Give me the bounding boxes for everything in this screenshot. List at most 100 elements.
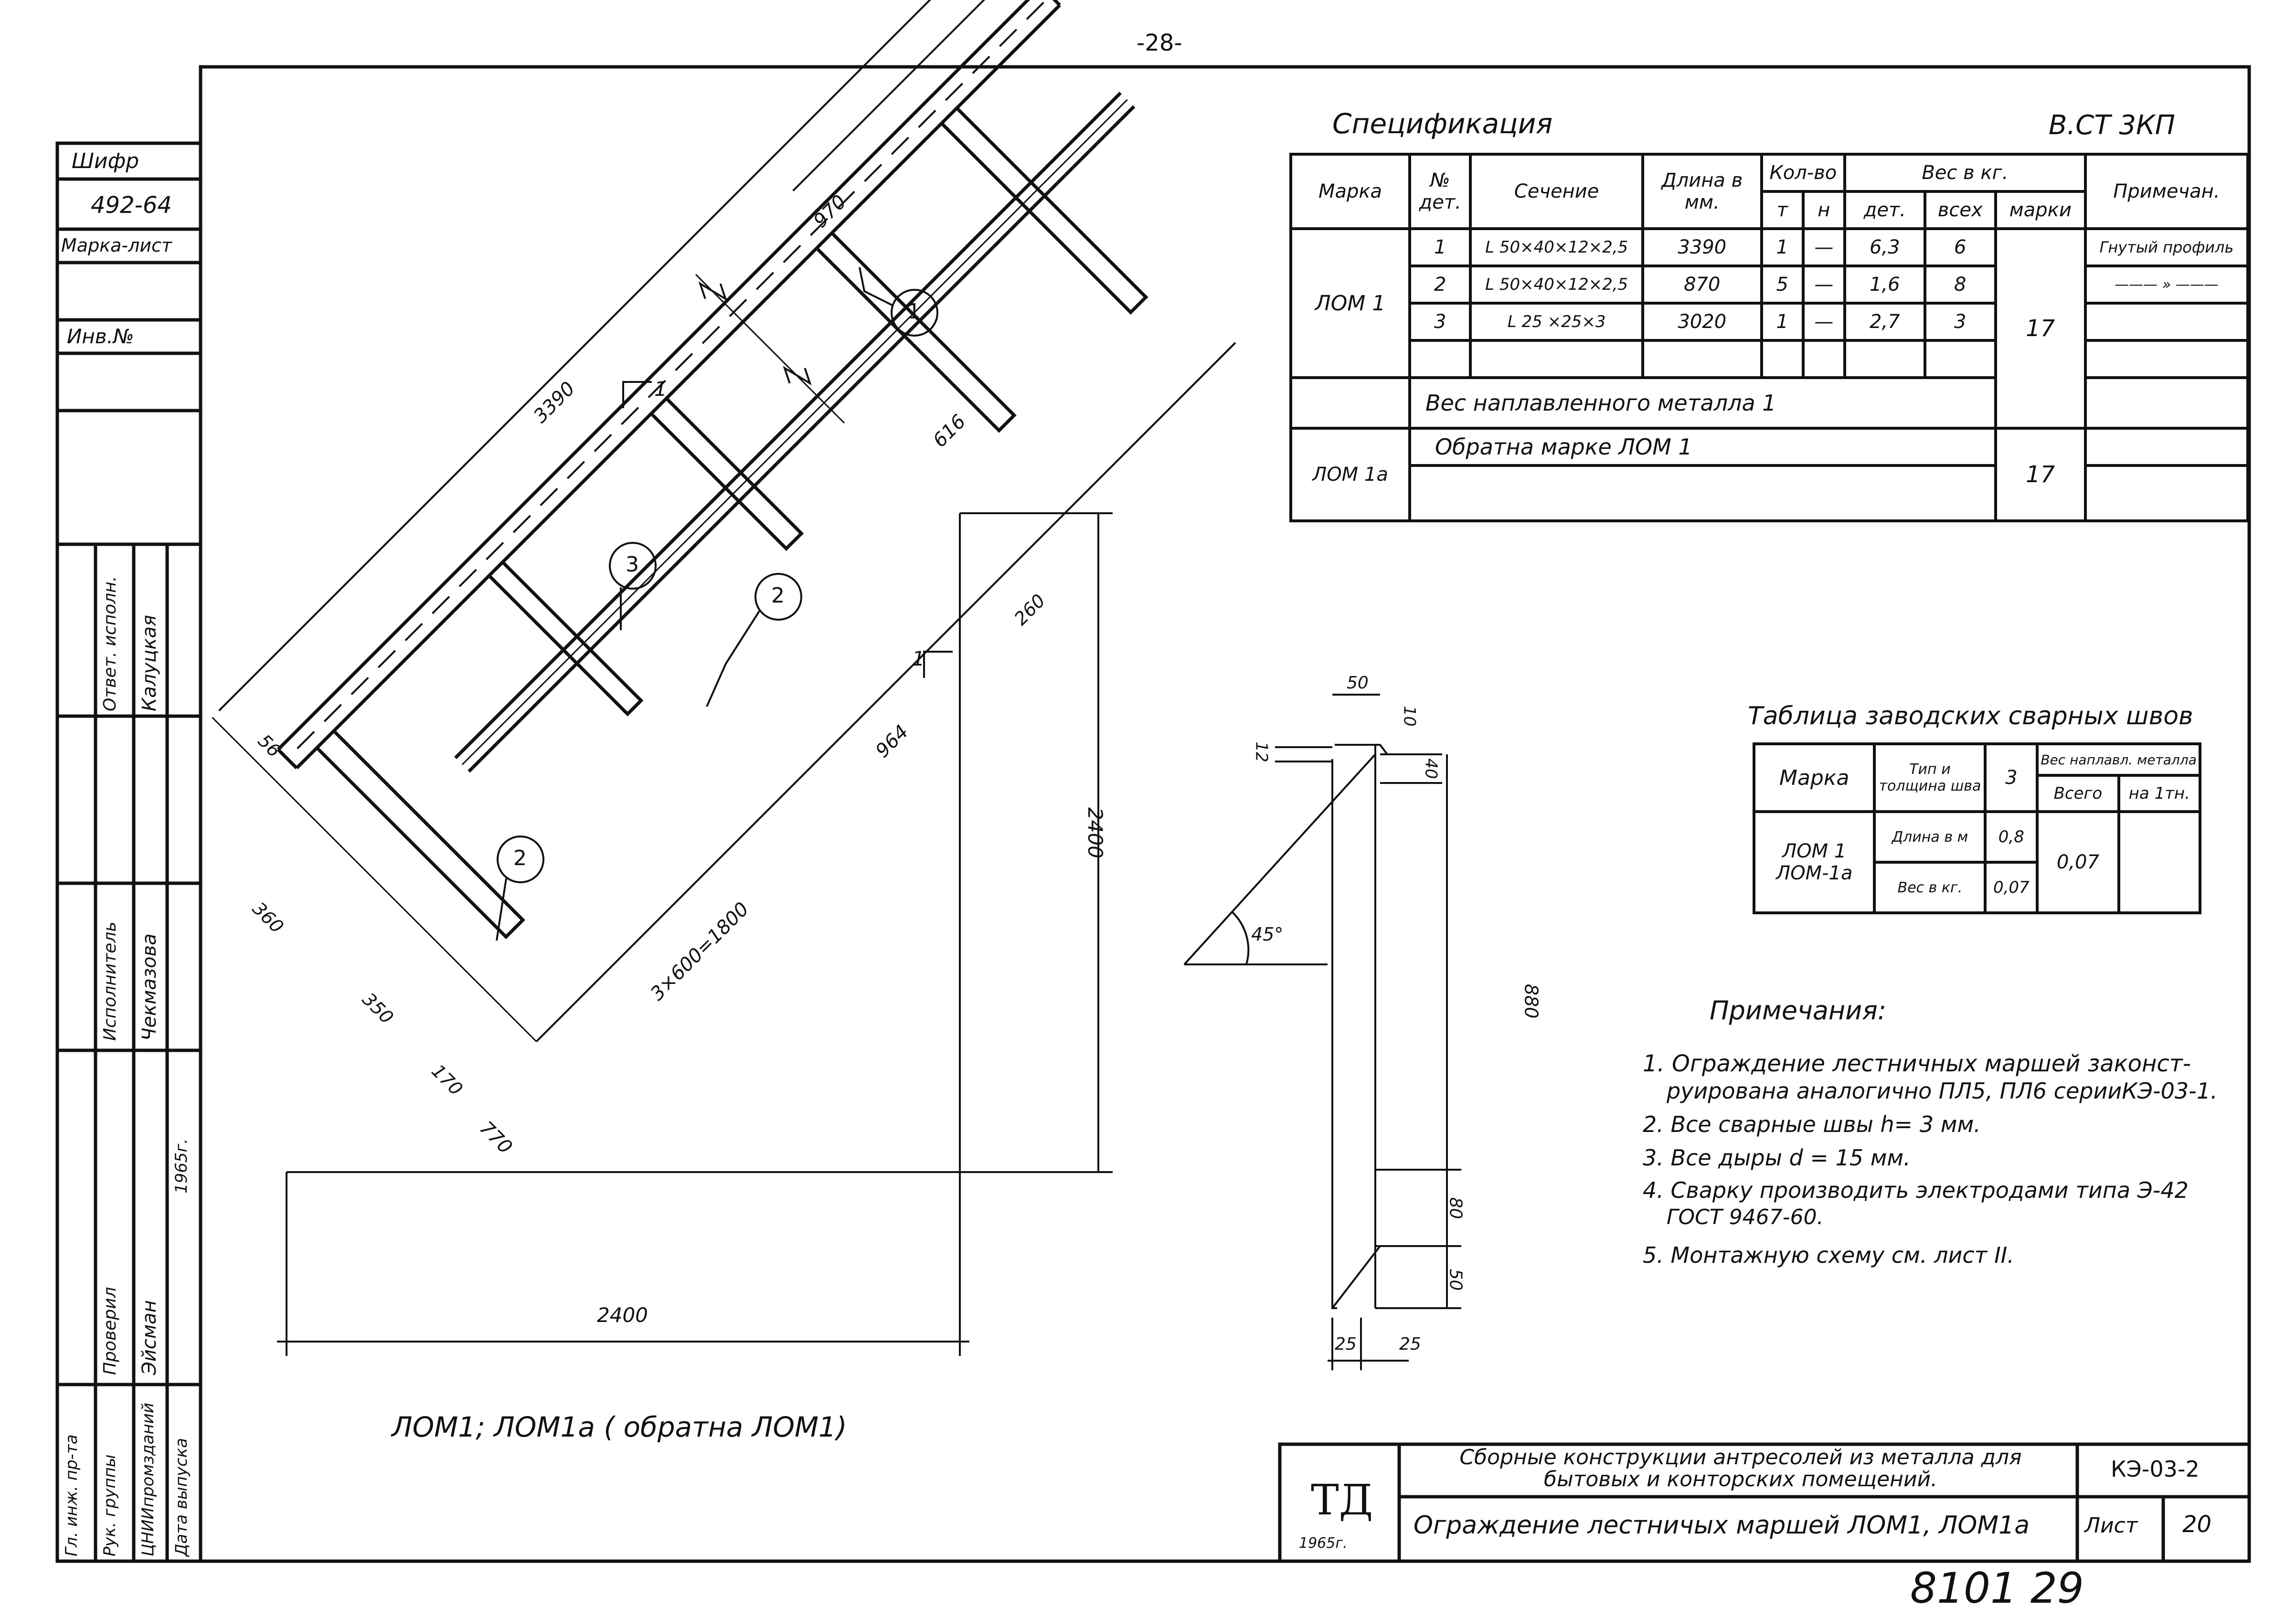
weld-h-total: Всего (2036, 774, 2120, 813)
spec-cell (2083, 302, 2250, 342)
sec-dim-12: 12 (1252, 741, 1271, 762)
weld-total: 0,07 (2036, 810, 2120, 914)
notes-title: Примечания: (1710, 995, 1887, 1026)
spec-cell: — (1801, 302, 1846, 342)
dim-2400-v: 2400 (1083, 807, 1107, 858)
spec-cell: 6 (1923, 227, 1997, 267)
spec-cell: Гнутый профиль (2083, 227, 2250, 267)
stamp-role-2: Исполнитель (100, 921, 120, 1041)
spec-cell: 1 (1760, 227, 1805, 267)
note-line: 1. Ограждение лестничных маршей законст- (1643, 1050, 2191, 1077)
sec-dim-10: 10 (1400, 706, 1419, 727)
weld-h-type: Тип и толщина шва (1873, 742, 1987, 813)
spec-h-marka: Марка (1289, 153, 1411, 230)
weld-h-per-t: на 1тн. (2117, 774, 2202, 813)
spec-cell: 2 (1408, 264, 1472, 305)
marka-list-label: Марка-лист (61, 235, 172, 256)
section-mark-bottom: 1 (912, 647, 925, 670)
weld-h-3: 3 (1984, 742, 2039, 813)
shifr-value: 492-64 (91, 192, 172, 219)
callout-2b: 2 (513, 846, 527, 870)
sec-dim-25b: 25 (1399, 1334, 1421, 1354)
weld-h-marka: Марка (1752, 742, 1876, 813)
note-line: 5. Монтажную схему см. лист II. (1643, 1242, 2014, 1268)
drawing-caption: ЛОМ1; ЛОМ1а ( обратна ЛОМ1) (392, 1411, 847, 1443)
spec-title: Спецификация (1332, 107, 1553, 140)
spec-mark-2-text: Обратна марке ЛОМ 1 (1408, 427, 1997, 467)
spec-cell: 3390 (1641, 227, 1763, 267)
spec-h-qty: Кол-во (1760, 153, 1846, 193)
spec-cell: ——— » ——— (2083, 264, 2250, 305)
spec-cell: 3 (1408, 302, 1472, 342)
weld-r2-label: Вес в кг. (1873, 861, 1987, 914)
spec-mark-2: ЛОМ 1а (1289, 427, 1411, 522)
spec-table: .spec td { border:6px solid #111; text-a… (1289, 153, 2250, 522)
spec-h-wall: всех (1923, 190, 1997, 230)
spec-cell: L 25 ×25×3 (1469, 302, 1644, 342)
page-number: -28- (1137, 30, 1182, 56)
spec-h-length: Длина в мм. (1641, 153, 1763, 230)
spec-h-wdet: дет. (1843, 190, 1926, 230)
stamp-name-3: Эйсман (138, 1300, 160, 1375)
spec-h-det: № дет. (1408, 153, 1472, 230)
spec-cell: L 50×40×12×2,5 (1469, 227, 1644, 267)
spec-h-section: Сечение (1469, 153, 1644, 230)
title-line2: Ограждение лестничых маршей ЛОМ1, ЛОМ1а (1414, 1511, 2030, 1540)
weld-marka: ЛОМ 1 ЛОМ-1а (1752, 810, 1876, 914)
spec-weld-metal: Вес наплавленного металла 1 (1408, 376, 1997, 430)
spec-h-qty-n: н (1801, 190, 1846, 230)
note-line: 3. Все дыры d = 15 мм. (1643, 1145, 1911, 1171)
stamp-name-5: ЦНИИпромзданий (138, 1403, 158, 1556)
spec-cell: 3 (1923, 302, 1997, 342)
spec-mark-2-weight: 17 (1994, 427, 2087, 522)
sec-dim-40: 40 (1421, 758, 1441, 779)
title-code: КЭ-03-2 (2111, 1456, 2200, 1482)
sec-dim-80: 80 (1446, 1197, 1466, 1219)
sec-angle: 45° (1251, 924, 1284, 945)
spec-cell: — (1801, 264, 1846, 305)
stamp-role-4: Гл. инж. пр-та (62, 1434, 81, 1556)
inv-label: Инв.№ (67, 325, 134, 348)
stamp-name-1: Калуцкая (138, 614, 160, 711)
stamp-role-6: Дата выпуска (172, 1438, 191, 1556)
spec-h-weight: Вес в кг. (1843, 153, 2087, 193)
sec-dim-25a: 25 (1335, 1334, 1357, 1354)
stamp-name-6: 1965г. (172, 1138, 191, 1194)
stamp-role-3: Проверил (100, 1287, 120, 1375)
weld-r1-val: 0,8 (1984, 810, 2039, 864)
spec-cell: L 50×40×12×2,5 (1469, 264, 1644, 305)
weld-table-title: Таблица заводских сварных швов (1748, 702, 2193, 730)
spec-cell: 2,7 (1843, 302, 1926, 342)
shifr-label: Шифр (72, 149, 139, 173)
sheet-label: Лист (2084, 1513, 2138, 1538)
sec-dim-50b: 50 (1446, 1269, 1466, 1291)
spec-cell: 1,6 (1843, 264, 1926, 305)
spec-steel: В.СТ 3КП (2049, 110, 2175, 141)
spec-cell: 8 (1923, 264, 1997, 305)
note-line: 4. Сварку производить электродами типа Э… (1643, 1177, 2189, 1203)
section-mark-top: 1 (654, 377, 667, 401)
spec-h-wmark: марки (1994, 190, 2087, 230)
spec-cell: 1 (1408, 227, 1472, 267)
logo: ТД (1311, 1475, 1373, 1524)
spec-cell: 1 (1760, 302, 1805, 342)
weld-r1-label: Длина в м (1873, 810, 1987, 864)
note-line: руирована аналогично ПЛ5, ПЛ6 серииКЭ-03… (1667, 1078, 2218, 1104)
callout-2: 2 (771, 583, 785, 608)
stamp-role-5: Рук. группы (100, 1454, 119, 1556)
spec-cell: 3020 (1641, 302, 1763, 342)
weld-r2-val: 0,07 (1984, 861, 2039, 914)
note-line: ГОСТ 9467-60. (1667, 1205, 1824, 1229)
dim-2400-h: 2400 (597, 1303, 648, 1327)
spec-h-qty-t: т (1760, 190, 1805, 230)
stamp-name-2: Чекмазова (138, 933, 160, 1041)
spec-cell: 5 (1760, 264, 1805, 305)
sec-dim-880: 880 (1520, 983, 1542, 1019)
callout-1: 1 (907, 299, 921, 324)
weld-table: .wt td { border:6px solid #111; text-ali… (1752, 742, 2202, 914)
spec-cell: 870 (1641, 264, 1763, 305)
title-line1: Сборные конструкции антресолей из металл… (1459, 1445, 2022, 1491)
spec-cell: 6,3 (1843, 227, 1926, 267)
spec-cell: — (1801, 227, 1846, 267)
